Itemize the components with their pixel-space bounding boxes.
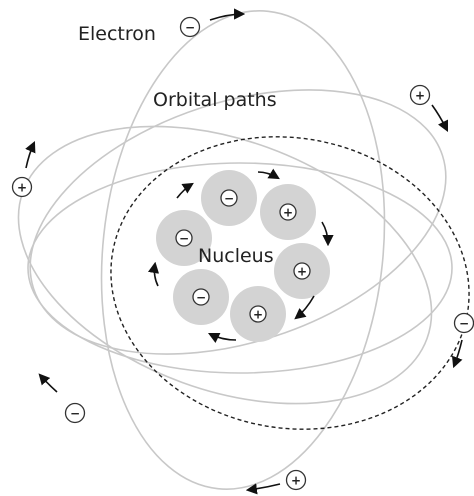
- electron-label: Electron: [78, 23, 156, 45]
- orbit-direction-arrow-icon: [26, 143, 34, 168]
- nucleus-particle-negative: −: [201, 170, 257, 226]
- electron-negative-icon-sign: −: [459, 317, 469, 331]
- electron-positive-icon: +: [411, 86, 430, 105]
- orbit-direction-arrow-icon: [40, 375, 57, 392]
- electron-positive-icon: +: [287, 471, 306, 490]
- nucleus-charge-negative-icon: −: [176, 230, 192, 246]
- nucleus-particle-positive: +: [230, 286, 286, 342]
- nucleus-label: Nucleus: [198, 245, 274, 267]
- nucleus-particle-positive: +: [260, 184, 316, 240]
- nucleus-rotation-arrow-icon: [296, 296, 314, 318]
- orbit-direction-arrow-icon: [432, 105, 447, 130]
- nucleus-particle-positive: +: [274, 243, 330, 299]
- electron-negative-icon-sign: −: [185, 21, 195, 35]
- electron-positive-icon: +: [13, 178, 32, 197]
- nucleus-charge-negative-icon-sign: −: [224, 192, 234, 206]
- nucleus-charge-negative-icon: −: [193, 289, 209, 305]
- nucleus-rotation-arrow-icon: [322, 222, 328, 244]
- electron-positive-icon-sign: +: [17, 181, 27, 195]
- nucleus-charge-negative-icon-sign: −: [179, 232, 189, 246]
- nucleus-charge-negative-icon-sign: −: [196, 291, 206, 305]
- nucleus-charge-negative-icon: −: [221, 190, 237, 206]
- nucleus-charge-positive-icon: +: [250, 306, 266, 322]
- nucleus-charge-positive-icon: +: [294, 263, 310, 279]
- electron-negative-icon-sign: −: [70, 407, 80, 421]
- nucleus-charge-positive-icon-sign: +: [253, 308, 263, 322]
- nucleus-charge-positive-icon: +: [280, 204, 296, 220]
- nucleus-charge-positive-icon-sign: +: [283, 206, 293, 220]
- nucleus-particle-negative: −: [173, 269, 229, 325]
- electron-negative-icon: −: [181, 18, 200, 37]
- orbital-paths-label: Orbital paths: [153, 89, 277, 111]
- nucleus-rotation-arrow-icon: [210, 334, 236, 340]
- electron-positive-icon-sign: +: [291, 474, 301, 488]
- nucleus-rotation-arrow-icon: [177, 184, 192, 198]
- electron-positive-icon-sign: +: [415, 89, 425, 103]
- electron-negative-icon: −: [66, 404, 85, 423]
- nucleus-charge-positive-icon-sign: +: [297, 265, 307, 279]
- electron-negative-icon: −: [455, 314, 474, 333]
- nucleus-rotation-arrow-icon: [258, 172, 278, 178]
- nucleus-rotation-arrow-icon: [154, 264, 158, 286]
